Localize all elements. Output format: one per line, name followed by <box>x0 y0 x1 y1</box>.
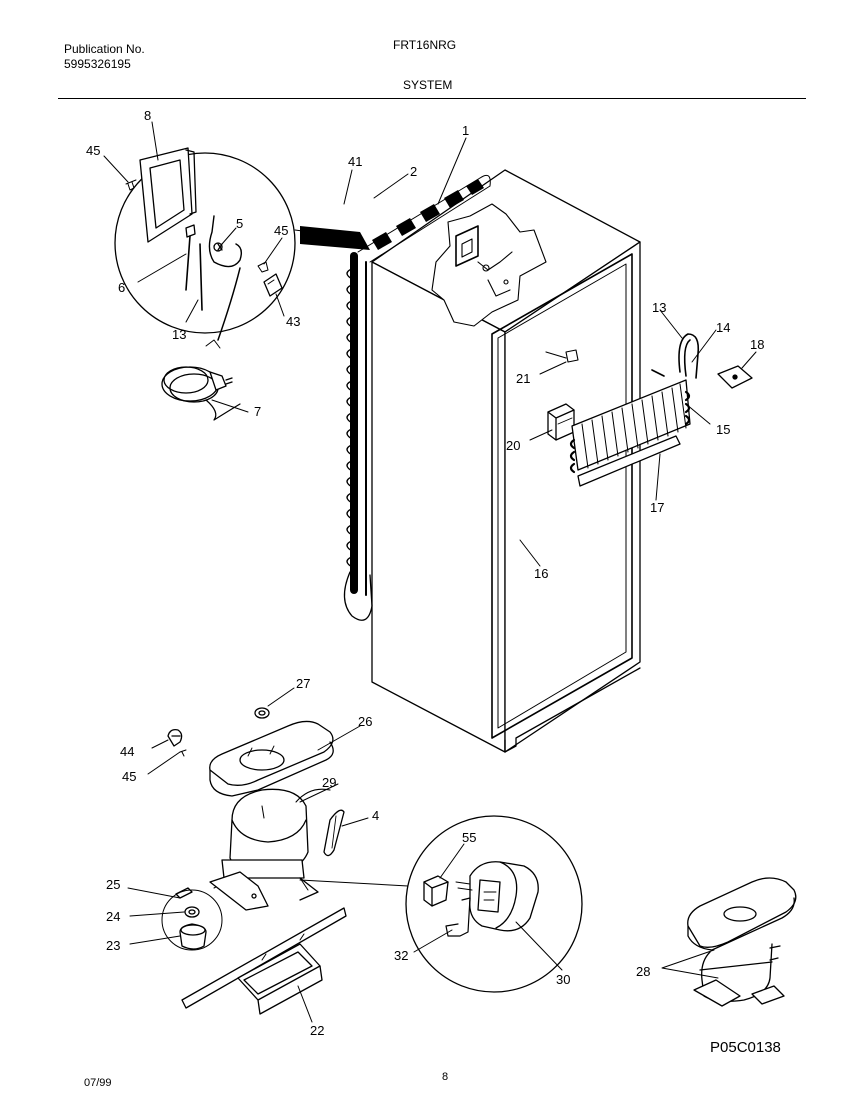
label-28: 28 <box>636 964 650 979</box>
label-45-bottom: 45 <box>122 769 136 784</box>
label-45-top: 45 <box>86 143 100 158</box>
label-55: 55 <box>462 830 476 845</box>
base-rail <box>181 907 347 1015</box>
label-27: 27 <box>296 676 310 691</box>
part-13-14-tubing <box>651 333 700 379</box>
label-13-right: 13 <box>652 300 666 315</box>
leader-lines <box>103 121 757 1023</box>
label-30: 30 <box>556 972 570 987</box>
label-29: 29 <box>322 775 336 790</box>
publication-label: Publication No. <box>64 42 145 56</box>
header-rule <box>58 98 806 99</box>
label-13-left: 13 <box>172 327 186 342</box>
detail-circle-power-cord <box>114 147 341 341</box>
publication-number: 5995326195 <box>64 57 131 71</box>
model-number: FRT16NRG <box>393 38 457 52</box>
part-21 <box>545 349 579 363</box>
label-5: 5 <box>236 216 243 231</box>
label-7: 7 <box>254 404 261 419</box>
drawing-code: P05C0138 <box>710 1039 781 1056</box>
cutaway-panel <box>431 203 547 327</box>
footer-date: 07/99 <box>84 1077 112 1089</box>
label-24: 24 <box>106 909 120 924</box>
drain-pan <box>209 720 334 797</box>
compressor <box>209 788 409 911</box>
condenser-top-fins <box>372 179 484 250</box>
label-43: 43 <box>286 314 300 329</box>
label-8: 8 <box>144 108 151 123</box>
detail-circle-relay <box>405 815 583 993</box>
label-23: 23 <box>106 938 120 953</box>
label-41: 41 <box>348 154 362 169</box>
label-14: 14 <box>716 320 730 335</box>
part-27 <box>254 707 270 719</box>
label-1: 1 <box>462 123 469 138</box>
label-17: 17 <box>650 500 664 515</box>
label-44: 44 <box>120 744 134 759</box>
power-cord <box>161 339 241 421</box>
part-44-45 <box>167 728 187 757</box>
label-32: 32 <box>394 948 408 963</box>
label-15: 15 <box>716 422 730 437</box>
condenser-coil <box>300 174 491 621</box>
label-20: 20 <box>506 438 520 453</box>
label-6: 6 <box>118 280 125 295</box>
label-25: 25 <box>106 877 120 892</box>
label-16: 16 <box>534 566 548 581</box>
part-number-labels: 1 2 41 8 45 5 45 6 13 43 7 13 14 18 21 2… <box>86 108 764 1038</box>
part-18 <box>717 365 753 389</box>
label-21: 21 <box>516 371 530 386</box>
cabinet <box>371 169 641 753</box>
part-4 <box>323 809 345 857</box>
condenser-left-loops <box>346 267 355 569</box>
label-45-mid: 45 <box>274 223 288 238</box>
label-22: 22 <box>310 1023 324 1038</box>
evaporator <box>569 379 691 487</box>
label-26: 26 <box>358 714 372 729</box>
label-4: 4 <box>372 808 379 823</box>
compressor-assembly-28 <box>687 877 797 1007</box>
label-18: 18 <box>750 337 764 352</box>
parts-23-25 <box>161 887 223 951</box>
section-title: SYSTEM <box>403 78 453 92</box>
label-2: 2 <box>410 164 417 179</box>
page-number: 8 <box>442 1071 448 1083</box>
